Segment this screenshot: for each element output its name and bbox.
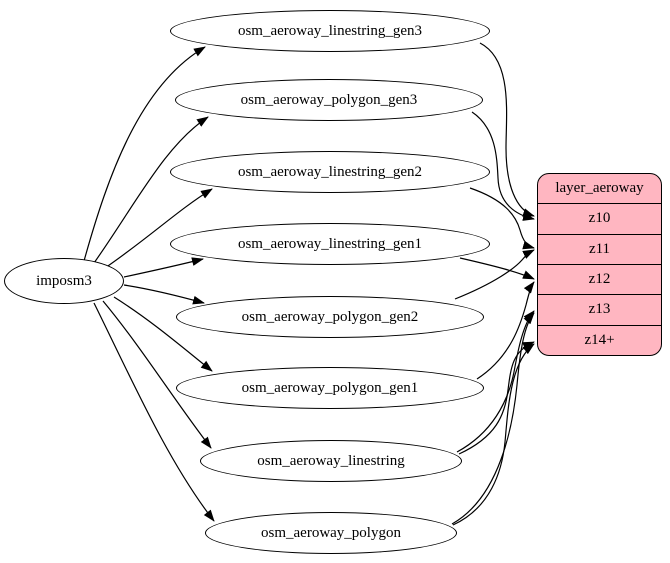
edge-osm-aeroway-polygon-gen1-to-z12 [476, 281, 535, 380]
node-osm-aeroway-linestring-gen2-label: osm_aeroway_linestring_gen2 [237, 163, 423, 180]
node-osm-aeroway-polygon-gen3: osm_aeroway_polygon_gen3 [175, 79, 483, 121]
node-osm-aeroway-polygon-gen1: osm_aeroway_polygon_gen1 [176, 367, 484, 409]
edge-imposm3-to-osm-aeroway-linestring-gen2 [104, 188, 213, 269]
edge-imposm3-to-osm-aeroway-linestring-gen3 [83, 46, 206, 262]
node-imposm3-label: imposm3 [36, 272, 92, 289]
node-osm-aeroway-polygon-gen3-label: osm_aeroway_polygon_gen3 [240, 91, 418, 108]
edge-osm-aeroway-linestring-to-z14 [458, 341, 535, 455]
node-osm-aeroway-polygon-gen1-label: osm_aeroway_polygon_gen1 [241, 379, 419, 396]
edge-imposm3-to-osm-aeroway-polygon [93, 302, 215, 522]
layer-row-z13: z13 [538, 294, 661, 324]
node-osm-aeroway-linestring: osm_aeroway_linestring [200, 440, 462, 482]
layer-aeroway-title: layer_aeroway [555, 180, 644, 197]
edge-imposm3-to-osm-aeroway-polygon-gen3 [93, 116, 209, 264]
node-osm-aeroway-polygon-gen2-label: osm_aeroway_polygon_gen2 [241, 308, 419, 325]
node-osm-aeroway-linestring-gen2: osm_aeroway_linestring_gen2 [170, 151, 490, 193]
layer-row-z11: z11 [538, 233, 661, 264]
layer-row-z10: z10 [538, 203, 661, 233]
edge-osm-aeroway-linestring-gen3-to-z10 [479, 42, 535, 217]
edge-osm-aeroway-polygon-gen2-to-z11 [454, 249, 535, 300]
node-osm-aeroway-polygon-gen2: osm_aeroway_polygon_gen2 [176, 296, 484, 338]
node-osm-aeroway-linestring-gen1-label: osm_aeroway_linestring_gen1 [237, 235, 423, 252]
edge-osm-aeroway-polygon-gen3-to-z10 [471, 111, 535, 221]
edge-osm-aeroway-linestring-gen2-to-z11 [469, 187, 535, 250]
node-layer-aeroway: layer_aeroway z10 z11 z12 z13 z14+ [537, 173, 662, 356]
edge-osm-aeroway-polygon-to-z13 [451, 312, 535, 525]
node-imposm3: imposm3 [4, 258, 124, 304]
edge-osm-aeroway-linestring-to-z13 [456, 310, 535, 453]
edge-imposm3-to-osm-aeroway-polygon-gen1 [113, 296, 213, 372]
layer-row-z12: z12 [538, 263, 661, 294]
layer-row-z14: z14+ [538, 324, 661, 355]
edge-osm-aeroway-linestring-gen1-to-z12 [459, 257, 535, 280]
edge-imposm3-to-osm-aeroway-linestring-gen1 [123, 257, 204, 278]
node-osm-aeroway-polygon-label: osm_aeroway_polygon [261, 524, 401, 541]
edge-imposm3-to-osm-aeroway-linestring [102, 300, 212, 449]
edge-osm-aeroway-polygon-to-z14 [452, 343, 535, 526]
edge-imposm3-to-osm-aeroway-polygon-gen2 [123, 284, 205, 305]
node-osm-aeroway-linestring-label: osm_aeroway_linestring [257, 452, 405, 469]
node-osm-aeroway-linestring-gen3: osm_aeroway_linestring_gen3 [170, 10, 490, 52]
node-osm-aeroway-linestring-gen3-label: osm_aeroway_linestring_gen3 [237, 22, 423, 39]
node-osm-aeroway-polygon: osm_aeroway_polygon [205, 512, 457, 554]
node-osm-aeroway-linestring-gen1: osm_aeroway_linestring_gen1 [170, 223, 490, 265]
